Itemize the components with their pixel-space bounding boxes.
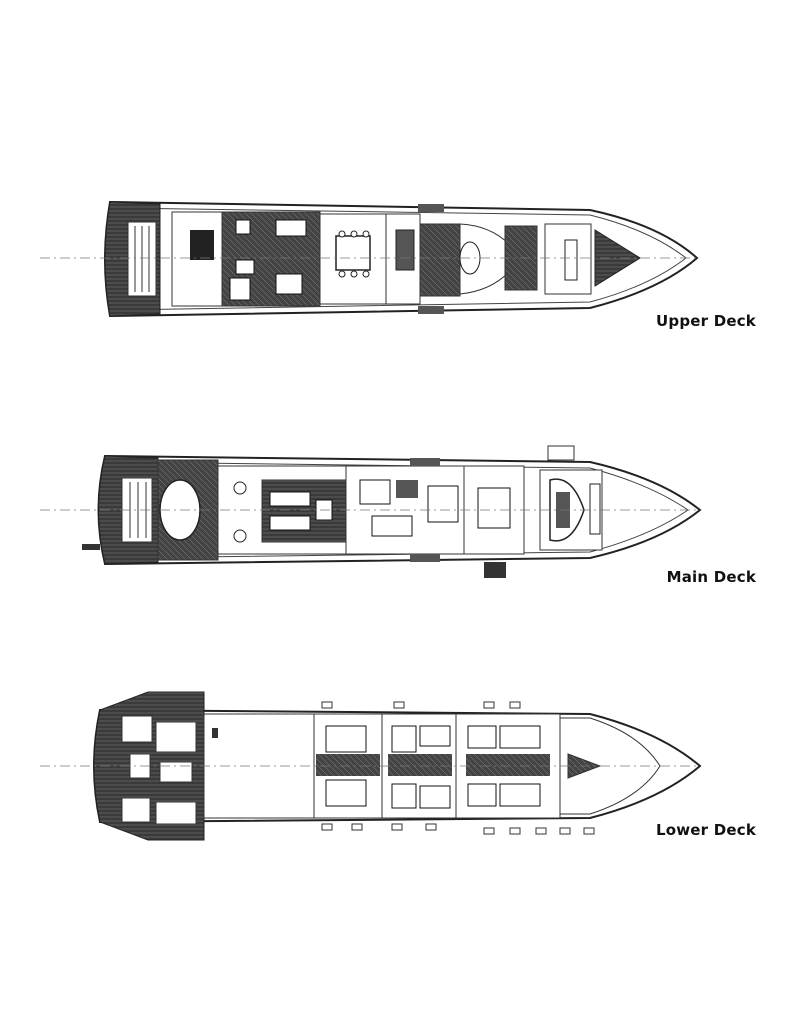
main-deck-label: Main Deck — [666, 568, 756, 586]
lower-deck-plan: Lower Deck — [0, 688, 800, 848]
main-deck-plan: Main Deck — [0, 440, 800, 590]
upper-deck-drawing — [40, 200, 700, 318]
lower-deck-label: Lower Deck — [655, 821, 756, 839]
upper-deck-plan: Upper Deck — [0, 190, 800, 340]
lower-deck-drawing — [40, 691, 702, 841]
upper-deck-label: Upper Deck — [656, 312, 756, 330]
main-deck-drawing — [40, 445, 702, 578]
